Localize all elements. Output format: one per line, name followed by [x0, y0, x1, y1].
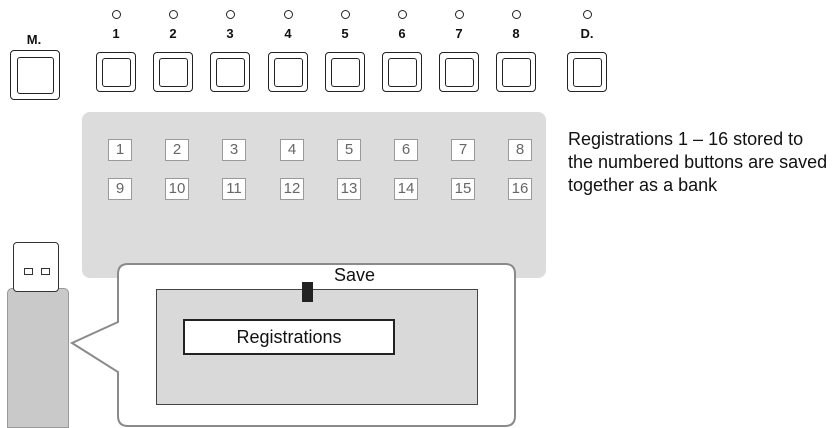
memory-button-face	[17, 57, 54, 94]
number-button-label: 4	[284, 26, 292, 41]
led-indicator-icon	[341, 10, 350, 19]
number-button-5[interactable]	[325, 52, 365, 92]
usb-flash-drive-icon	[7, 288, 69, 428]
number-button-1[interactable]	[96, 52, 136, 92]
number-button-label: 8	[512, 26, 520, 41]
usb-connector	[13, 242, 59, 292]
registration-slot: 7	[451, 139, 475, 161]
registration-slot: 15	[451, 178, 475, 200]
led-indicator-icon	[398, 10, 407, 19]
registration-slot: 6	[394, 139, 418, 161]
registrations-file[interactable]: Registrations	[183, 319, 395, 355]
registration-slot: 3	[222, 139, 246, 161]
number-button-4[interactable]	[268, 52, 308, 92]
memory-button[interactable]	[10, 50, 60, 100]
number-button-face	[445, 58, 474, 87]
d-button[interactable]	[567, 52, 607, 92]
registration-slot: 9	[108, 178, 132, 200]
number-button-8[interactable]	[496, 52, 536, 92]
number-button-face	[102, 58, 131, 87]
led-indicator-icon	[512, 10, 521, 19]
number-button-face	[159, 58, 188, 87]
usb-connector-slot	[41, 268, 50, 275]
bank-caption: Registrations 1 – 16 stored to the numbe…	[568, 129, 828, 195]
registration-slot: 11	[222, 178, 246, 200]
led-indicator-icon	[583, 10, 592, 19]
save-arrow-label: Save	[334, 265, 376, 285]
number-button-label: 3	[226, 26, 234, 41]
registration-slot: 12	[280, 178, 304, 200]
number-button-label: 7	[455, 26, 463, 41]
led-indicator-icon	[455, 10, 464, 19]
number-button-7[interactable]	[439, 52, 479, 92]
registration-slot: 5	[337, 139, 361, 161]
led-indicator-icon	[169, 10, 178, 19]
number-button-3[interactable]	[210, 52, 250, 92]
number-button-face	[502, 58, 531, 87]
led-indicator-icon	[226, 10, 235, 19]
registration-slot: 16	[508, 178, 532, 200]
number-button-face	[331, 58, 360, 87]
number-button-label: 6	[398, 26, 406, 41]
registration-slot: 4	[280, 139, 304, 161]
number-button-label: 5	[341, 26, 349, 41]
registration-slot: 14	[394, 178, 418, 200]
number-button-face	[388, 58, 417, 87]
number-button-label: 2	[169, 26, 177, 41]
registration-slot: 8	[508, 139, 532, 161]
save-arrow-shaft	[302, 282, 313, 302]
number-button-face	[216, 58, 245, 87]
registration-slot: 1	[108, 139, 132, 161]
led-indicator-icon	[284, 10, 293, 19]
usb-connector-slot	[24, 268, 33, 275]
d-button-label: D.	[580, 26, 594, 41]
number-button-6[interactable]	[382, 52, 422, 92]
number-button-label: 1	[112, 26, 120, 41]
memory-button-label: M.	[26, 32, 42, 47]
number-button-2[interactable]	[153, 52, 193, 92]
d-button-face	[573, 58, 602, 87]
registration-slot: 2	[165, 139, 189, 161]
led-indicator-icon	[112, 10, 121, 19]
registration-slot: 13	[337, 178, 361, 200]
number-button-face	[274, 58, 303, 87]
registration-slot: 10	[165, 178, 189, 200]
